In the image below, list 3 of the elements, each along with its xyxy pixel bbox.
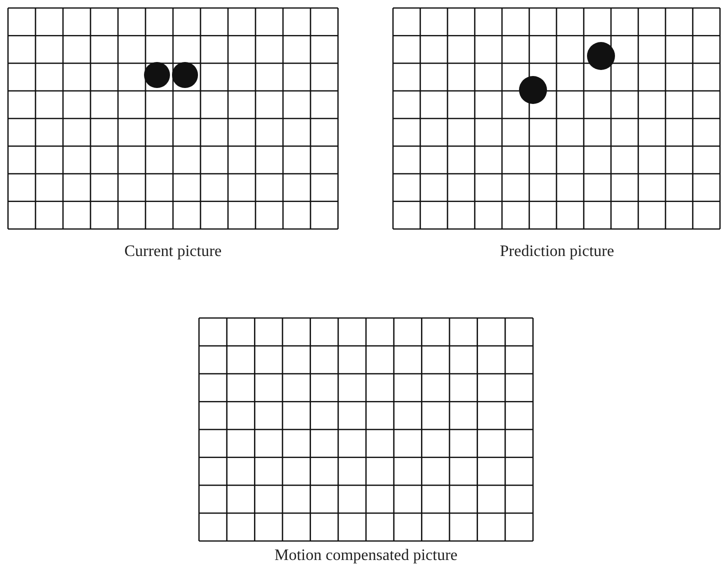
caption: Motion compensated picture [274, 546, 458, 566]
caption: Prediction picture [500, 242, 614, 262]
caption: Current picture [124, 242, 222, 262]
